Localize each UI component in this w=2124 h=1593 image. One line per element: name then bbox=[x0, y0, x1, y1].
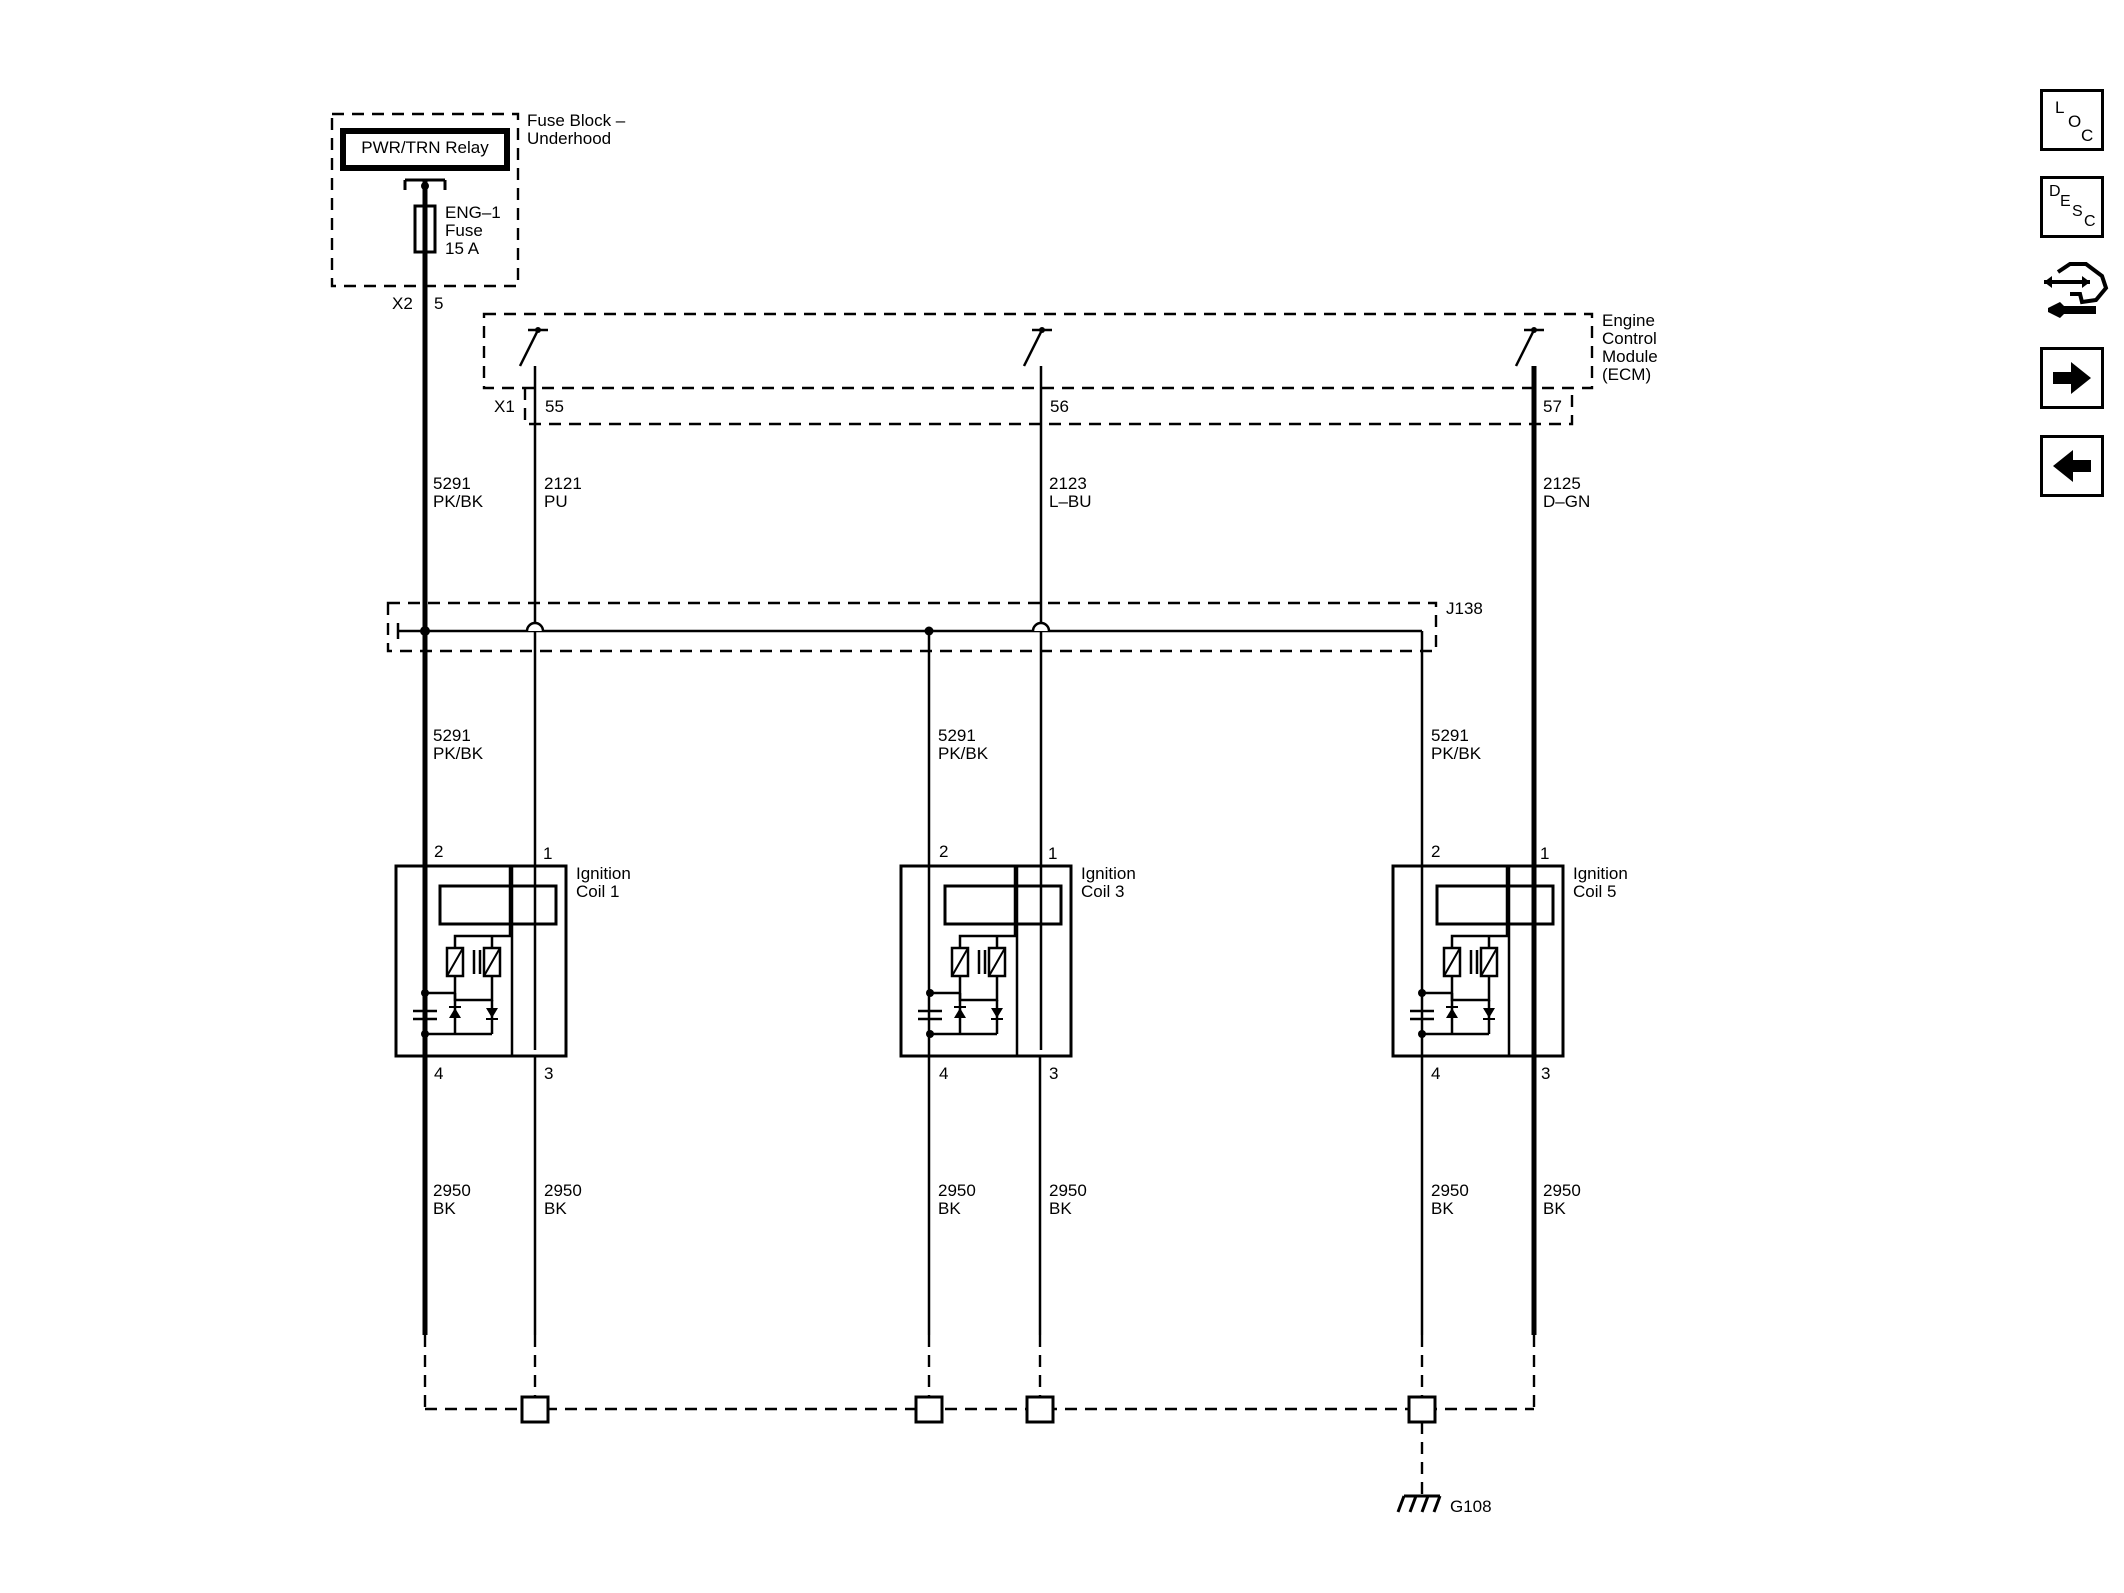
gnd-label-5b: 2950 bbox=[1543, 1181, 1581, 1200]
splice-label: J138 bbox=[1446, 599, 1483, 618]
coil5-pin-1: 1 bbox=[1540, 844, 1549, 863]
wire-label-power-circuit: 5291 bbox=[433, 474, 471, 493]
loc-letter-1: L bbox=[2055, 98, 2065, 117]
previous-page-button[interactable] bbox=[2040, 435, 2104, 497]
ground-icon bbox=[1396, 1494, 1442, 1513]
connector-wrench-icon bbox=[2044, 262, 2109, 318]
ignition-coil-5 bbox=[1391, 864, 1565, 1058]
coil1-power-color: PK/BK bbox=[433, 744, 484, 763]
arrow-right-icon bbox=[2053, 362, 2091, 394]
coil3-pin-1: 1 bbox=[1048, 844, 1057, 863]
gnd-label-5a-color: BK bbox=[1431, 1199, 1454, 1218]
fuse-block-title-2: Underhood bbox=[527, 129, 611, 148]
coil5-name-2: Coil 5 bbox=[1573, 882, 1616, 901]
splice-j138: J138 bbox=[386, 599, 1483, 1335]
desc-letter-4: C bbox=[2084, 213, 2096, 230]
wire-label-sig3-color: L–BU bbox=[1049, 492, 1092, 511]
coil1-name: Ignition bbox=[576, 864, 631, 883]
ecm-switch-3 bbox=[1514, 327, 1544, 367]
ecm-pin-56: 56 bbox=[1050, 397, 1069, 416]
coil3-pin-3: 3 bbox=[1049, 1064, 1058, 1083]
ground-label: G108 bbox=[1450, 1497, 1492, 1516]
loc-letter-2: O bbox=[2068, 112, 2082, 131]
ecm-title-4: (ECM) bbox=[1602, 365, 1651, 384]
gnd-label-1b-color: BK bbox=[544, 1199, 567, 1218]
coil3-power-circuit: 5291 bbox=[938, 726, 976, 745]
ignition-coil-3 bbox=[899, 864, 1073, 1058]
coil3-name-2: Coil 3 bbox=[1081, 882, 1124, 901]
relay-box bbox=[340, 128, 510, 171]
location-button[interactable]: L O C bbox=[2040, 89, 2104, 151]
desc-letter-3: S bbox=[2072, 203, 2083, 220]
coil3-power-color: PK/BK bbox=[938, 744, 989, 763]
fuse-label: ENG–1 bbox=[445, 203, 501, 222]
fuse-label-2: Fuse bbox=[445, 221, 483, 240]
next-page-button[interactable] bbox=[2040, 347, 2104, 409]
ground-bus bbox=[423, 1335, 1536, 1496]
coil5-pin-2: 2 bbox=[1431, 842, 1440, 861]
ecm-pin-55: 55 bbox=[545, 397, 564, 416]
fuse-rating: 15 A bbox=[445, 239, 480, 258]
ecm-switch-2 bbox=[1022, 327, 1052, 367]
gnd-label-3a: 2950 bbox=[938, 1181, 976, 1200]
gnd-label-3b-color: BK bbox=[1049, 1199, 1072, 1218]
desc-letter-2: E bbox=[2060, 193, 2071, 210]
gnd-label-1a-color: BK bbox=[433, 1199, 456, 1218]
coil5-power-color: PK/BK bbox=[1431, 744, 1482, 763]
wire-label-sig5-circuit: 2125 bbox=[1543, 474, 1581, 493]
coil5-power-circuit: 5291 bbox=[1431, 726, 1469, 745]
relay-label: PWR/TRN Relay bbox=[361, 138, 489, 157]
coil3-pin-4: 4 bbox=[939, 1064, 948, 1083]
ecm-title-3: Module bbox=[1602, 347, 1658, 366]
wire-label-sig3-circuit: 2123 bbox=[1049, 474, 1087, 493]
coil5-pin-4: 4 bbox=[1431, 1064, 1440, 1083]
coil1-pin-4: 4 bbox=[434, 1064, 443, 1083]
gnd-label-3b: 2950 bbox=[1049, 1181, 1087, 1200]
coil1-name-2: Coil 1 bbox=[576, 882, 619, 901]
coil1-power-circuit: 5291 bbox=[433, 726, 471, 745]
desc-letter-1: D bbox=[2049, 183, 2061, 200]
coil5-name: Ignition bbox=[1573, 864, 1628, 883]
description-button[interactable]: D E S C bbox=[2040, 176, 2104, 238]
wire-label-power-color: PK/BK bbox=[433, 492, 484, 511]
coil3-pin-2: 2 bbox=[939, 842, 948, 861]
wire-label-sig1-circuit: 2121 bbox=[544, 474, 582, 493]
coil1-pin-1: 1 bbox=[543, 844, 552, 863]
fuse-connector: X2 bbox=[392, 294, 413, 313]
fuse-block: Fuse Block – Underhood PWR/TRN Relay ENG… bbox=[330, 111, 626, 313]
coil1-pin-3: 3 bbox=[544, 1064, 553, 1083]
arrow-left-icon bbox=[2053, 450, 2091, 482]
loc-letter-3: C bbox=[2081, 126, 2094, 145]
coil1-pin-2: 2 bbox=[434, 842, 443, 861]
connector-tool-button[interactable] bbox=[2040, 258, 2110, 328]
gnd-label-1b: 2950 bbox=[544, 1181, 582, 1200]
gnd-label-3a-color: BK bbox=[938, 1199, 961, 1218]
ecm-title-2: Control bbox=[1602, 329, 1657, 348]
ecm-switch-1 bbox=[518, 327, 548, 372]
ecm-title: Engine bbox=[1602, 311, 1655, 330]
gnd-label-5b-color: BK bbox=[1543, 1199, 1566, 1218]
ecm-pin-57: 57 bbox=[1543, 397, 1562, 416]
gnd-label-5a: 2950 bbox=[1431, 1181, 1469, 1200]
fuse-pin: 5 bbox=[434, 294, 443, 313]
wire-label-sig5-color: D–GN bbox=[1543, 492, 1590, 511]
gnd-label-1a: 2950 bbox=[433, 1181, 471, 1200]
ecm-module: Engine Control Module (ECM) X1 55 56 57 bbox=[482, 311, 1658, 426]
coil5-pin-3: 3 bbox=[1541, 1064, 1550, 1083]
coil3-name: Ignition bbox=[1081, 864, 1136, 883]
fuse-block-title: Fuse Block – bbox=[527, 111, 626, 130]
ecm-connector: X1 bbox=[494, 397, 515, 416]
ignition-coil-1 bbox=[394, 864, 568, 1058]
wire-label-sig1-color: PU bbox=[544, 492, 568, 511]
